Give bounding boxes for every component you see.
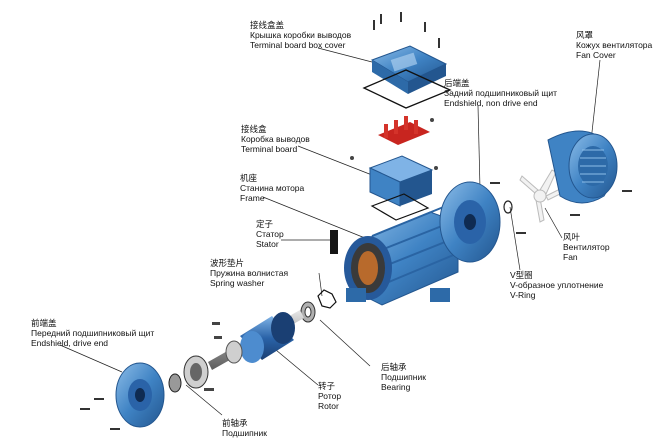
label-ru: Вентилятор <box>563 242 610 252</box>
rotor-keys <box>204 322 222 391</box>
label-en: Stator <box>256 239 279 249</box>
rotor-assembly <box>208 310 304 370</box>
label-zh: 机座 <box>240 173 258 183</box>
label-terminal-board-box-cover: 接线盒盖 Крышка коробки выводов Terminal boa… <box>250 20 351 50</box>
label-en: Terminal board box cover <box>250 40 346 50</box>
label-zh: 定子 <box>256 219 274 229</box>
nameplate <box>330 230 338 254</box>
label-ru: Крышка коробки выводов <box>250 30 352 40</box>
leader-lines <box>59 47 601 416</box>
label-ru: Статор <box>256 229 284 239</box>
non-drive-end-endshield <box>439 181 501 263</box>
rear-bearing <box>300 301 316 323</box>
label-zh: 接线盒 <box>241 124 267 134</box>
label-en: Frame <box>240 193 265 203</box>
label-zh: 前轴承 <box>222 418 248 428</box>
label-spring-washer: 波形垫片 Пружина волнистая Spring washer <box>210 258 288 288</box>
cover-screws <box>373 12 440 48</box>
label-fan: 风叶 Вентилятор Fan <box>563 232 610 262</box>
label-ru: Станина мотора <box>240 183 305 193</box>
label-endshield-drive-end: 前端盖 Передний подшипниковый щит Endshield… <box>31 318 154 348</box>
endshield-nde-bolts <box>490 182 526 234</box>
endshield-bolts <box>80 398 120 430</box>
label-ru: Ротор <box>318 391 342 401</box>
terminal-nuts <box>350 118 438 170</box>
label-en: V-Ring <box>510 290 536 300</box>
label-en: Bearing <box>381 382 411 392</box>
terminal-box-cover <box>370 45 448 94</box>
label-bearing-front: 前轴承 Подшипник <box>222 418 267 438</box>
label-en: Spring washer <box>210 278 265 288</box>
label-zh: 转子 <box>318 381 336 391</box>
label-en: Endshield, non drive end <box>444 98 538 108</box>
label-ru: Коробка выводов <box>241 134 310 144</box>
label-ru: Кожух вентилятора <box>576 40 653 50</box>
label-ru: Передний подшипниковый щит <box>31 328 155 338</box>
spring-washer <box>317 289 337 309</box>
label-en: Fan <box>563 252 578 262</box>
front-bearing <box>183 355 209 389</box>
label-v-ring: V型圈 V-образное уплотнение V-Ring <box>510 270 603 300</box>
label-en: Rotor <box>318 401 339 411</box>
label-ru: Подшипник <box>381 372 426 382</box>
label-fan-cover: 风罩 Кожух вентилятора Fan Cover <box>576 30 652 60</box>
label-zh: 风罩 <box>576 30 594 40</box>
label-en: Fan Cover <box>576 50 616 60</box>
drive-end-endshield <box>115 362 165 428</box>
label-zh: 接线盒盖 <box>250 20 285 30</box>
label-stator: 定子 Статор Stator <box>256 219 284 249</box>
box-gasket <box>370 193 430 221</box>
label-ru: Пружина волнистая <box>210 268 289 278</box>
motor-frame <box>344 205 459 306</box>
fan-cover-screws <box>570 190 632 216</box>
label-zh: V型圈 <box>510 270 533 280</box>
label-rotor: 转子 Ротор Rotor <box>318 381 341 411</box>
label-zh: 风叶 <box>563 232 581 242</box>
label-ru: V-образное уплотнение <box>510 280 604 290</box>
label-ru: Задний подшипниковый щит <box>444 88 557 98</box>
front-washer <box>168 373 182 393</box>
label-zh: 前端盖 <box>31 318 57 328</box>
label-zh: 波形垫片 <box>210 258 245 268</box>
terminal-block <box>378 116 430 145</box>
fan-cover <box>547 130 618 204</box>
label-en: Terminal board <box>241 144 298 154</box>
cover-gasket <box>362 69 452 109</box>
label-en: Endshield, drive end <box>31 338 109 348</box>
v-ring <box>503 200 513 214</box>
label-frame: 机座 Станина мотора Frame <box>240 173 304 203</box>
label-endshield-non-drive-end: 后端盖 Задний подшипниковый щит Endshield, … <box>444 78 557 108</box>
label-zh: 后端盖 <box>444 78 470 88</box>
label-ru: Подшипник <box>222 428 267 438</box>
label-zh: 后轴承 <box>381 362 407 372</box>
terminal-box <box>368 155 434 207</box>
label-terminal-board: 接线盒 Коробка выводов Terminal board <box>241 124 310 154</box>
label-bearing-rear: 后轴承 Подшипник Bearing <box>381 362 426 392</box>
